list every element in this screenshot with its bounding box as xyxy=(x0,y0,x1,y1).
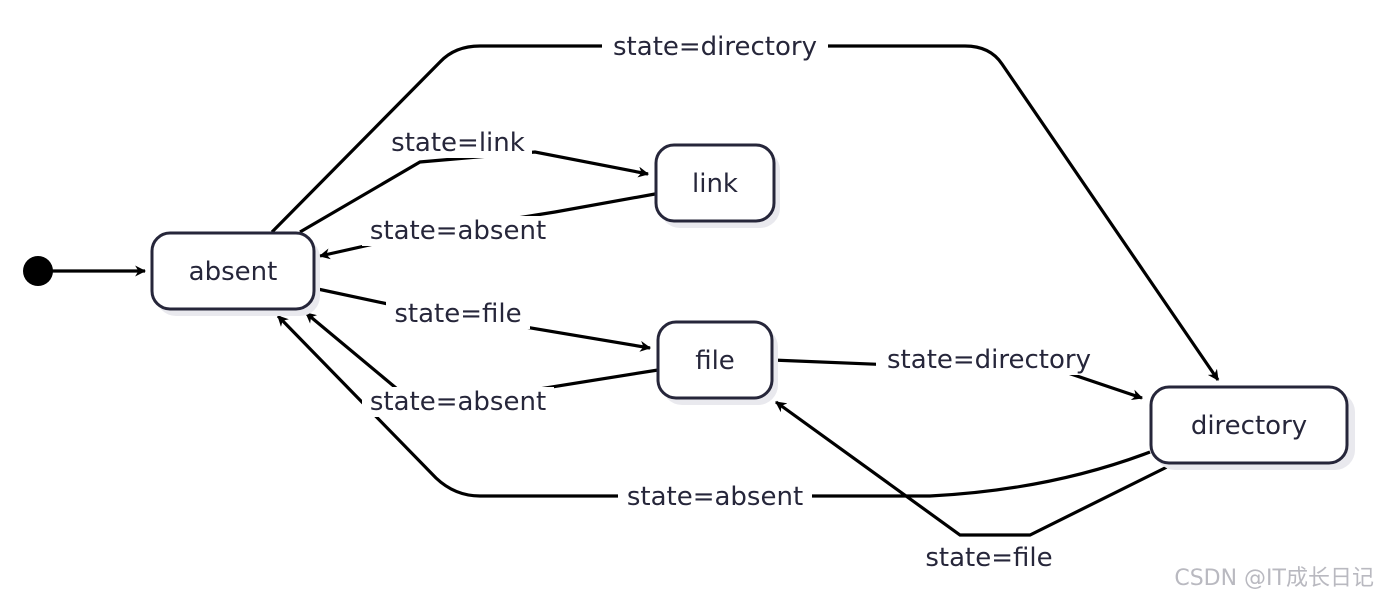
state-absent[interactable]: absent xyxy=(150,231,320,316)
state-link-label: link xyxy=(692,169,738,199)
edge-labels: state=directory state=link state=absent … xyxy=(362,32,1102,573)
label-file-to-directory: state=directory xyxy=(887,345,1091,375)
state-file[interactable]: file xyxy=(656,320,778,405)
edges xyxy=(270,44,1220,537)
edge-directory-to-file xyxy=(775,400,1176,537)
label-absent-to-link: state=link xyxy=(391,128,525,158)
label-directory-to-file: state=file xyxy=(925,543,1052,573)
state-file-label: file xyxy=(695,346,735,376)
label-directory-to-absent: state=absent xyxy=(627,482,803,512)
watermark: CSDN @IT成长日记 xyxy=(1174,566,1374,591)
label-absent-to-file: state=file xyxy=(394,299,521,329)
state-link[interactable]: link xyxy=(654,143,780,228)
state-absent-label: absent xyxy=(189,257,278,287)
edge-directory-to-absent xyxy=(276,314,1151,498)
initial-state-dot xyxy=(23,256,53,286)
state-directory-label: directory xyxy=(1191,411,1307,441)
label-file-to-absent: state=absent xyxy=(370,387,546,417)
initial-state xyxy=(23,256,147,286)
label-link-to-absent: state=absent xyxy=(370,216,546,246)
state-directory[interactable]: directory xyxy=(1149,385,1355,470)
label-absent-to-directory: state=directory xyxy=(613,32,817,62)
